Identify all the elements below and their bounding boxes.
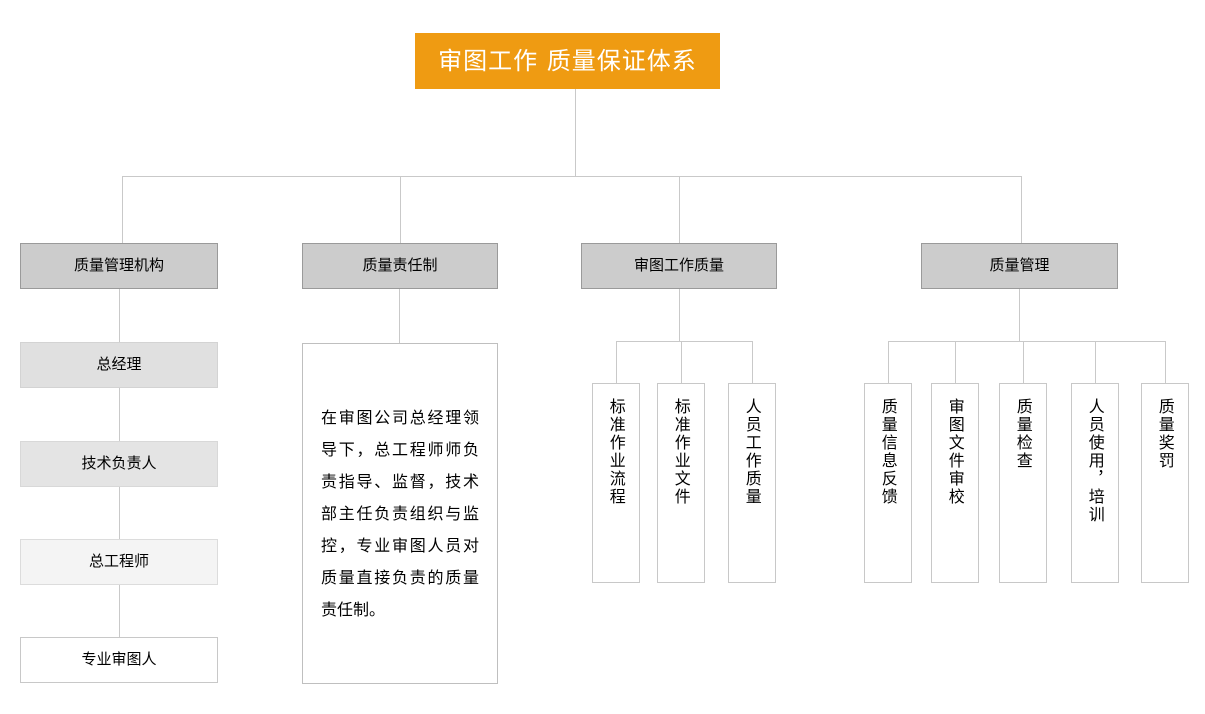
connector-paragraph-stem — [399, 289, 400, 343]
chart-title-box: 审图工作 质量保证体系 — [415, 33, 720, 89]
leaf-label: 人员使用，培训 — [1085, 398, 1105, 524]
leaf-standard-work-document: 标准作业文件 — [657, 383, 705, 583]
chain-node-general-manager: 总经理 — [20, 342, 218, 388]
chain-node-label: 总工程师 — [88, 552, 149, 571]
connector-branch4-drop-5 — [1165, 341, 1166, 383]
leaf-quality-inspection: 质量检查 — [999, 383, 1047, 583]
chain-node-label: 总经理 — [96, 355, 142, 374]
leaf-label: 质量检查 — [1013, 398, 1033, 470]
connector-branch3-drop-1 — [616, 341, 617, 383]
branch-header-quality-org: 质量管理机构 — [20, 243, 218, 289]
connector-root-drop-3 — [679, 176, 680, 243]
connector-chain-2 — [119, 388, 120, 441]
connector-branch3-bus — [616, 341, 753, 342]
connector-root-bus — [122, 176, 1022, 177]
leaf-label: 质量信息反馈 — [878, 398, 898, 506]
connector-chain-3 — [119, 487, 120, 539]
connector-branch4-drop-4 — [1095, 341, 1096, 383]
leaf-quality-info-feedback: 质量信息反馈 — [864, 383, 912, 583]
connector-chain-1 — [119, 289, 120, 342]
connector-branch4-bus — [888, 341, 1166, 342]
connector-branch4-drop-2 — [955, 341, 956, 383]
connector-root-drop-2 — [400, 176, 401, 243]
leaf-personnel-use-training: 人员使用，培训 — [1071, 383, 1119, 583]
branch-header-quality-responsibility: 质量责任制 — [302, 243, 498, 289]
branch-header-label: 质量管理机构 — [73, 256, 164, 275]
chart-title-text: 审图工作 质量保证体系 — [438, 46, 697, 75]
connector-chain-4 — [119, 585, 120, 637]
connector-root-drop-4 — [1021, 176, 1022, 243]
connector-branch3-drop-3 — [752, 341, 753, 383]
chain-node-chief-engineer: 总工程师 — [20, 539, 218, 585]
chain-node-label: 技术负责人 — [81, 454, 157, 473]
paragraph-text: 在审图公司总经理领导下，总工程师师负责指导、监督，技术部主任负责组织与监控，专业… — [321, 407, 479, 619]
paragraph-box-quality-responsibility: 在审图公司总经理领导下，总工程师师负责指导、监督，技术部主任负责组织与监控，专业… — [302, 343, 498, 684]
chain-node-technical-lead: 技术负责人 — [20, 441, 218, 487]
branch-header-label: 质量责任制 — [362, 256, 438, 275]
connector-branch4-stem — [1019, 289, 1020, 341]
branch-header-review-work-quality: 审图工作质量 — [581, 243, 777, 289]
chain-node-professional-reviewer: 专业审图人 — [20, 637, 218, 683]
leaf-label: 审图文件审校 — [945, 398, 965, 506]
branch-header-label: 审图工作质量 — [633, 256, 724, 275]
connector-branch3-stem — [679, 289, 680, 341]
leaf-label: 人员工作质量 — [742, 398, 762, 506]
leaf-standard-work-process: 标准作业流程 — [592, 383, 640, 583]
leaf-label: 标准作业文件 — [671, 398, 691, 506]
branch-header-label: 质量管理 — [989, 256, 1050, 275]
branch-header-quality-management: 质量管理 — [921, 243, 1118, 289]
connector-branch4-drop-3 — [1023, 341, 1024, 383]
leaf-personnel-work-quality: 人员工作质量 — [728, 383, 776, 583]
leaf-label: 标准作业流程 — [606, 398, 626, 506]
connector-root-drop-1 — [122, 176, 123, 243]
leaf-review-document-proofing: 审图文件审校 — [931, 383, 979, 583]
leaf-quality-reward-penalty: 质量奖罚 — [1141, 383, 1189, 583]
leaf-label: 质量奖罚 — [1155, 398, 1175, 470]
connector-branch3-drop-2 — [681, 341, 682, 383]
chain-node-label: 专业审图人 — [81, 650, 157, 669]
connector-root-stem — [575, 89, 576, 176]
connector-branch4-drop-1 — [888, 341, 889, 383]
